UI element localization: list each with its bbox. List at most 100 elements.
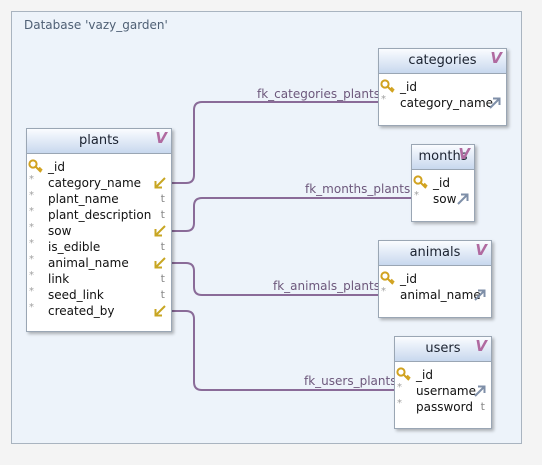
field-list: _id * sow xyxy=(412,170,474,207)
fk-arrow-icon xyxy=(153,304,167,318)
relation-label-categories[interactable]: fk_categories_plants xyxy=(257,87,380,101)
field-row[interactable]: _id xyxy=(379,271,491,287)
field-name: _id xyxy=(416,368,433,382)
field-name: animal_name xyxy=(400,288,481,302)
table-header[interactable]: categories V xyxy=(379,49,506,74)
view-v-icon[interactable]: V xyxy=(458,145,470,163)
field-row[interactable]: _id xyxy=(412,175,474,191)
required-mark: * xyxy=(29,302,34,313)
field-name: username xyxy=(416,384,476,398)
relation-label-months[interactable]: fk_months_plants xyxy=(305,182,410,196)
field-name: category_name xyxy=(400,96,494,110)
field-row[interactable]: *username xyxy=(395,382,491,399)
relation-line-users[interactable] xyxy=(172,310,396,391)
field-name: animal_name xyxy=(48,256,129,270)
required-mark: * xyxy=(29,206,34,217)
field-name: seed_link xyxy=(48,288,104,302)
field-name: category_name xyxy=(48,176,142,190)
field-row[interactable]: * is_edible t xyxy=(27,238,171,255)
required-mark: * xyxy=(29,222,34,233)
fk-arrow-icon xyxy=(153,224,167,238)
relation-line-categories[interactable] xyxy=(172,101,380,184)
primary-key-icon xyxy=(28,159,46,173)
table-header[interactable]: users V xyxy=(395,337,491,362)
table-header[interactable]: plants V xyxy=(27,129,171,154)
link-arrow-icon xyxy=(456,192,470,206)
text-type-icon: t xyxy=(160,288,165,301)
link-arrow-icon xyxy=(488,96,502,110)
field-name: is_edible xyxy=(48,240,101,254)
relation-line-animals[interactable] xyxy=(172,262,380,296)
field-row[interactable]: _id xyxy=(27,159,171,175)
fk-arrow-icon xyxy=(153,256,167,270)
text-type-icon: t xyxy=(480,400,485,413)
field-row[interactable]: * sow xyxy=(412,190,474,207)
field-list: _id * category_name xyxy=(379,74,506,111)
field-name: password xyxy=(416,400,473,414)
table-months[interactable]: months V _id * sow xyxy=(411,144,475,222)
primary-key-icon xyxy=(380,79,398,93)
table-title: users xyxy=(425,341,461,356)
field-name: _id xyxy=(400,80,417,94)
field-name: _id xyxy=(48,160,65,174)
field-name: created_by xyxy=(48,304,115,318)
text-type-icon: t xyxy=(160,240,165,253)
relation-label-users[interactable]: fk_users_plants xyxy=(304,374,396,388)
field-row[interactable]: * created_by xyxy=(27,302,171,319)
field-row[interactable]: * category_name xyxy=(27,174,171,191)
field-row[interactable]: * sow xyxy=(27,222,171,239)
primary-key-icon xyxy=(380,271,398,285)
field-name: link xyxy=(48,272,70,286)
primary-key-icon xyxy=(413,175,431,189)
field-row[interactable]: * animal_name xyxy=(379,286,491,303)
field-list: _id * animal_name xyxy=(379,266,491,303)
link-arrow-icon xyxy=(473,288,487,302)
view-v-icon[interactable]: V xyxy=(475,241,487,259)
text-type-icon: t xyxy=(160,192,165,205)
field-name: plant_name xyxy=(48,192,119,206)
table-title: months xyxy=(418,149,468,164)
database-title: Database 'vazy_garden' xyxy=(24,18,168,32)
table-animals[interactable]: animals V _id * animal_name xyxy=(378,240,492,318)
field-row[interactable]: * plant_name t xyxy=(27,190,171,207)
field-name: plant_description xyxy=(48,208,152,222)
field-row[interactable]: * plant_description t xyxy=(27,206,171,223)
link-arrow-icon xyxy=(473,384,487,398)
table-header[interactable]: months V xyxy=(412,145,474,170)
field-row[interactable]: *animal_name xyxy=(27,254,171,271)
field-row[interactable]: _id xyxy=(379,79,506,95)
relation-line-months[interactable] xyxy=(172,197,413,232)
required-mark: * xyxy=(29,174,34,185)
field-name: sow xyxy=(48,224,72,238)
table-title: animals xyxy=(409,245,461,260)
view-v-icon[interactable]: V xyxy=(155,129,167,147)
text-type-icon: t xyxy=(160,208,165,221)
field-name: sow xyxy=(433,192,457,206)
field-name: _id xyxy=(400,272,417,286)
text-type-icon: t xyxy=(160,272,165,285)
table-categories[interactable]: categories V _id * category_name xyxy=(378,48,507,126)
field-row[interactable]: _id xyxy=(395,367,491,383)
table-header[interactable]: animals V xyxy=(379,241,491,266)
primary-key-icon xyxy=(396,367,414,381)
table-title: categories xyxy=(408,53,477,68)
required-mark: * xyxy=(414,190,419,201)
field-row[interactable]: * category_name xyxy=(379,94,506,111)
required-mark: * xyxy=(29,238,34,249)
view-v-icon[interactable]: V xyxy=(490,49,502,67)
fk-arrow-icon xyxy=(153,176,167,190)
required-mark: * xyxy=(381,94,386,105)
relation-label-animals[interactable]: fk_animals_plants xyxy=(273,279,380,293)
required-mark: * xyxy=(29,190,34,201)
view-v-icon[interactable]: V xyxy=(475,337,487,355)
required-mark: * xyxy=(381,286,386,297)
field-name: _id xyxy=(433,176,450,190)
